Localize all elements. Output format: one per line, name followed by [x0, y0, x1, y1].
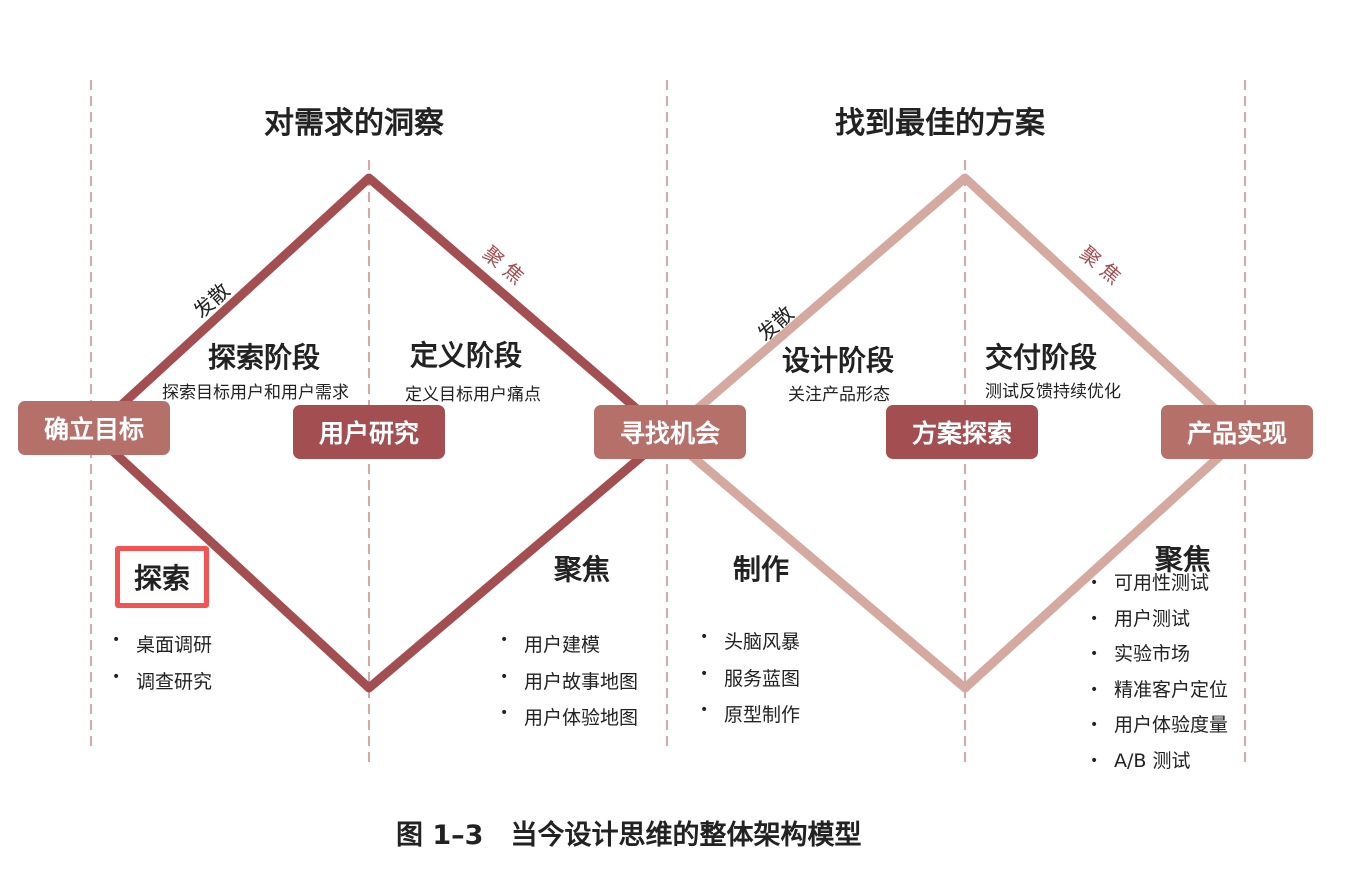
- figure-caption: 图 1–3 当今设计思维的整体架构模型: [396, 820, 862, 851]
- list-item: 头脑风暴: [700, 627, 800, 664]
- stage-sub: 测试反馈持续优化: [985, 382, 1121, 402]
- milestone-opportunity: 寻找机会: [594, 405, 746, 459]
- activity-list: 可用性测试 用户测试 实验市场 精准客户定位 用户体验度量 A/B 测试: [1090, 574, 1228, 787]
- milestone-goal: 确立目标: [18, 401, 170, 455]
- stage-title: 设计阶段: [782, 344, 895, 377]
- activity-list: 桌面调研 调查研究: [112, 630, 212, 703]
- list-item: 实验市场: [1090, 645, 1228, 681]
- stage-title: 探索阶段: [208, 341, 321, 374]
- list-item: 桌面调研: [112, 630, 212, 667]
- stage-sub: 探索目标用户和用户需求: [162, 383, 349, 403]
- milestone-user-research: 用户研究: [293, 405, 445, 459]
- list-item: 用户体验度量: [1090, 716, 1228, 752]
- list-item: 原型制作: [700, 700, 800, 737]
- header-solution: 找到最佳的方案: [835, 106, 1045, 141]
- stage-title: 定义阶段: [410, 339, 523, 372]
- activity-label: 聚焦: [1155, 543, 1212, 576]
- list-item: 可用性测试: [1090, 574, 1228, 610]
- list-item: 用户测试: [1090, 609, 1228, 646]
- stage-title: 交付阶段: [985, 341, 1098, 374]
- stage-sub: 定义目标用户痛点: [405, 385, 541, 405]
- list-item: 用户体验地图: [500, 703, 638, 740]
- stage-sub: 关注产品形态: [788, 385, 890, 405]
- list-item: 用户建模: [500, 630, 638, 667]
- activity-label: 聚焦: [554, 553, 611, 586]
- activity-label: 制作: [733, 553, 790, 586]
- activity-label-highlighted: 探索: [115, 546, 210, 608]
- list-item: A/B 测试: [1090, 751, 1228, 788]
- activity-list: 头脑风暴 服务蓝图 原型制作: [700, 627, 800, 737]
- list-item: 精准客户定位: [1090, 680, 1228, 717]
- activity-list: 用户建模 用户故事地图 用户体验地图: [500, 630, 638, 740]
- list-item: 服务蓝图: [700, 664, 800, 701]
- list-item: 用户故事地图: [500, 667, 638, 704]
- milestone-solution: 方案探索: [886, 405, 1038, 459]
- milestone-product: 产品实现: [1161, 405, 1313, 459]
- header-insight: 对需求的洞察: [264, 106, 444, 141]
- list-item: 调查研究: [112, 667, 212, 704]
